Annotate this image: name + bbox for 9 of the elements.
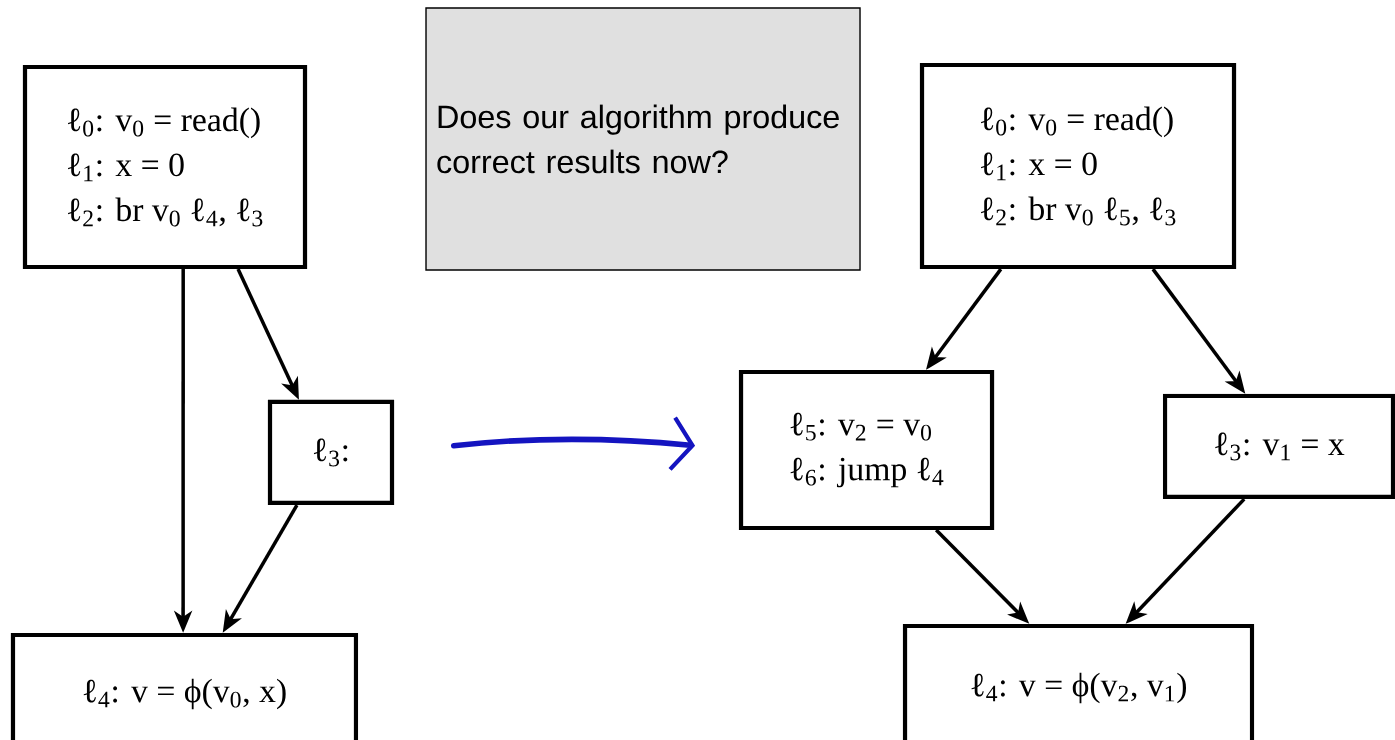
code-block-box: ℓ$_{0}$: v$_{0}$ = read() ℓ$_{1}$: x = 0 ℓ$_{2}$: br v$_{0}$ ℓ$_{5}$, ℓ$_{3}$ [919, 62, 1237, 270]
code-block-box: ℓ$_{3}$: [267, 399, 395, 506]
transform-arrow [450, 416, 696, 471]
code-block-box: ℓ$_{4}$: v = ϕ(v$_{2}$, v$_{1}$) [902, 623, 1255, 740]
code-block-box: ℓ$_{5}$: v$_{2}$ = v$_{0}$ ℓ$_{6}$: jump ℓ$_{4}$ [738, 369, 995, 531]
question-box: Does our algorithm produce correct results now? [425, 7, 861, 271]
code-block-box: ℓ$_{4}$: v = ϕ(v$_{0}$, x) [10, 632, 359, 740]
code-block-box: ℓ$_{3}$: v$_{1}$ = x [1162, 393, 1395, 500]
code-block-box: ℓ$_{0}$: v$_{0}$ = read() ℓ$_{1}$: x = 0 ℓ$_{2}$: br v$_{0}$ ℓ$_{4}$, ℓ$_{3}$ [22, 64, 308, 270]
